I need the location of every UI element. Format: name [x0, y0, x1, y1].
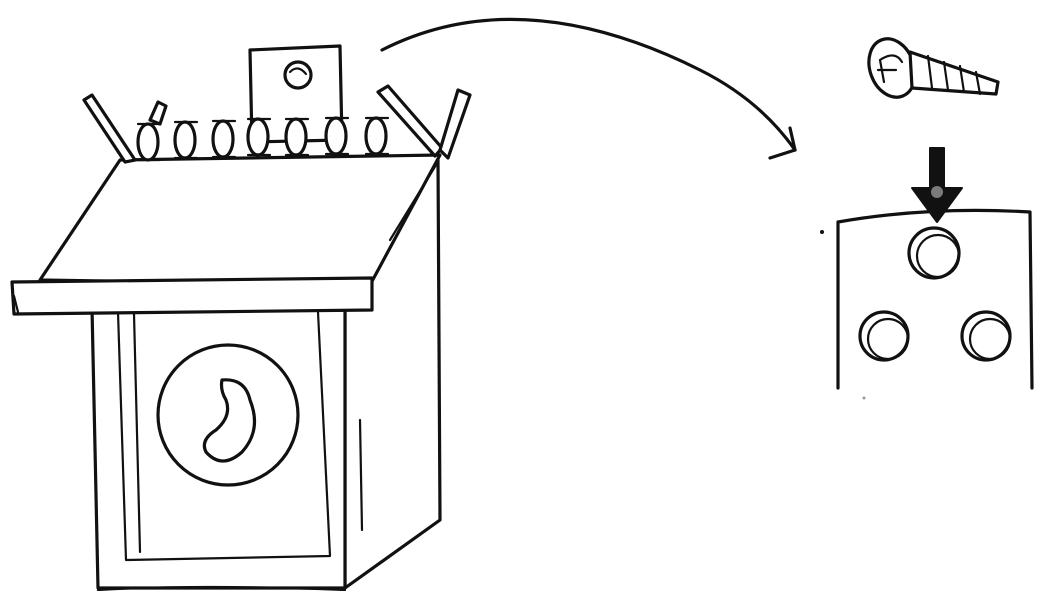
house-front-panel [92, 308, 345, 590]
screw-icon [861, 32, 998, 103]
plate-hole-right [962, 312, 1010, 360]
birdhouse [12, 46, 470, 590]
plate-hole-left [860, 312, 908, 360]
plate-hole-top [909, 228, 959, 278]
mounting-plate-detail [820, 210, 1032, 399]
